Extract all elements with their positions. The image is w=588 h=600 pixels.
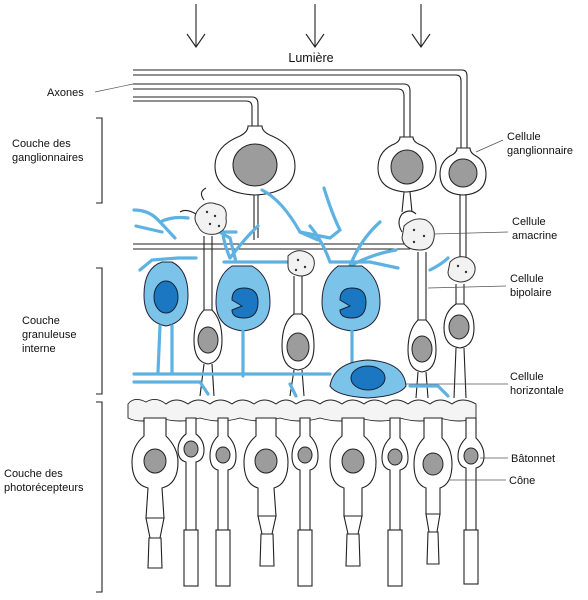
axons-leader-line bbox=[94, 83, 134, 93]
rod-photoreceptor bbox=[177, 417, 205, 587]
bipolar-cell bbox=[443, 284, 475, 399]
rod-photoreceptor bbox=[209, 417, 237, 587]
bipolar-cell bbox=[407, 252, 437, 399]
light-arrows bbox=[186, 4, 431, 48]
light-arrow bbox=[411, 4, 431, 48]
axons-label: Axones bbox=[47, 87, 84, 99]
bipolar-cell-leader-line bbox=[427, 285, 507, 289]
rod-photoreceptor bbox=[381, 417, 409, 587]
light-arrow bbox=[305, 4, 325, 48]
blue-dendrite-arbor bbox=[132, 186, 450, 272]
rod-label: Bâtonnet bbox=[511, 453, 555, 465]
cone-photoreceptor bbox=[243, 417, 289, 567]
ganglion-cell bbox=[214, 125, 296, 240]
horizontal-cell-label: Cellule horizontale bbox=[510, 371, 564, 397]
bipolar-cell bbox=[281, 276, 315, 397]
amacrine-cell-label: Cellule amacrine bbox=[512, 216, 557, 242]
layer-brackets bbox=[96, 117, 103, 593]
bipolar-cell bbox=[215, 265, 271, 378]
inner-plexiform-fibres bbox=[133, 243, 410, 250]
light-label: Lumière bbox=[288, 51, 333, 65]
cone-label: Cône bbox=[509, 475, 535, 487]
amacrine-cell bbox=[447, 256, 476, 283]
bipolar-cell bbox=[143, 261, 189, 376]
horizontal-cell bbox=[132, 359, 450, 399]
amacrine-cell bbox=[287, 250, 315, 277]
ganglion-cell-leader-line bbox=[475, 139, 504, 153]
cone-photoreceptor bbox=[413, 417, 453, 565]
light-arrow bbox=[186, 4, 206, 48]
photoreceptor-layer-label: Couche des photorécepteurs bbox=[4, 468, 84, 494]
rod-photoreceptor bbox=[291, 417, 319, 587]
ganglion-cell bbox=[439, 147, 487, 258]
ganglion-layer-bracket bbox=[96, 117, 103, 204]
inner-nuclear-layer-bracket bbox=[96, 267, 103, 395]
ganglion-layer-label: Couche des ganglionnaires bbox=[12, 138, 84, 164]
rod-photoreceptor bbox=[457, 417, 485, 585]
cone-photoreceptor bbox=[329, 417, 377, 567]
bipolar-cell bbox=[193, 236, 223, 397]
cone-photoreceptor bbox=[131, 417, 179, 569]
photoreceptor-layer-bracket bbox=[96, 401, 103, 593]
inner-nuclear-layer-label: Couche granuleuse interne bbox=[22, 315, 80, 355]
amacrine-cell bbox=[398, 210, 435, 251]
ganglion-cell bbox=[377, 136, 437, 213]
axon-fibres bbox=[133, 69, 468, 148]
ganglion-cell-label: Cellule ganglionnaire bbox=[507, 131, 573, 157]
bipolar-cell bbox=[321, 265, 381, 374]
amacrine-cell bbox=[179, 187, 227, 235]
amacrine-cell-leader-line bbox=[433, 231, 509, 235]
outer-limiting-band bbox=[127, 399, 477, 422]
bipolar-cell-label: Cellule bipolaire bbox=[510, 273, 552, 299]
